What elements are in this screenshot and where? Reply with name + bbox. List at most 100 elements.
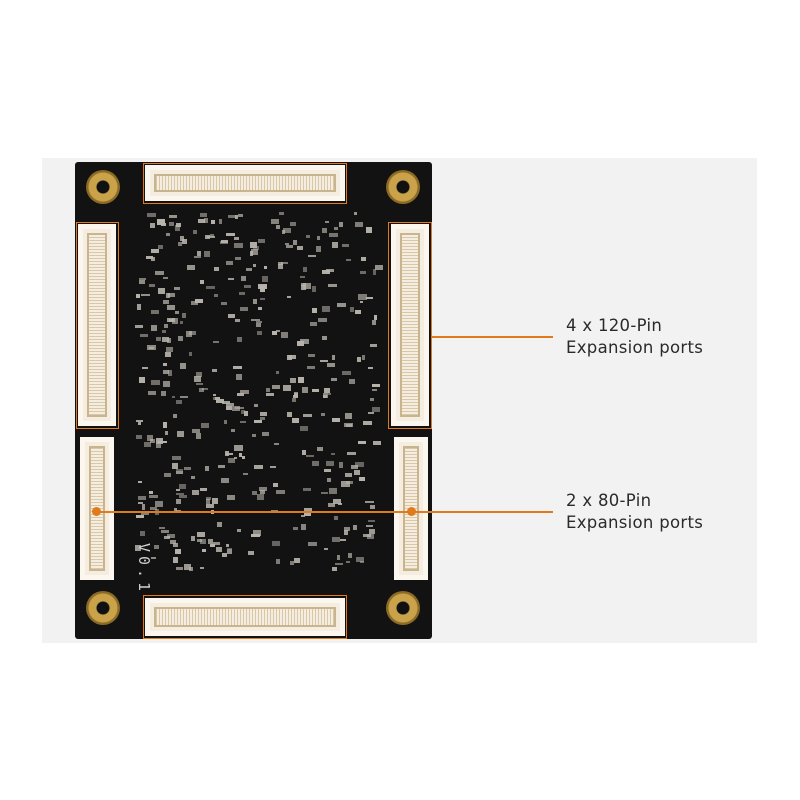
smd-component: [236, 392, 244, 396]
smd-component: [308, 541, 317, 547]
smd-component: [162, 299, 169, 305]
smd-component: [155, 270, 164, 275]
smd-component: [191, 429, 200, 433]
smd-component: [201, 422, 210, 428]
smd-component: [219, 241, 229, 244]
smd-component: [334, 562, 344, 565]
smd-component: [299, 275, 305, 279]
highlight-box: [76, 222, 119, 429]
smd-component: [328, 488, 337, 494]
smd-component: [249, 241, 258, 248]
smd-component: [160, 529, 169, 533]
smd-component: [137, 495, 147, 500]
smd-component: [167, 292, 176, 298]
smd-component: [257, 306, 262, 310]
smd-component: [198, 387, 205, 392]
smd-component: [167, 370, 173, 376]
smd-component: [247, 551, 254, 556]
smd-component: [235, 318, 240, 322]
smd-component: [257, 331, 262, 335]
smd-component: [329, 233, 338, 237]
smd-component: [339, 222, 343, 228]
smd-component: [336, 555, 341, 560]
smd-component: [156, 219, 165, 225]
smd-component: [196, 433, 201, 439]
smd-component: [257, 239, 266, 244]
smd-component: [135, 514, 144, 518]
smd-component: [195, 382, 203, 386]
smd-component: [328, 283, 338, 288]
smd-component: [331, 417, 340, 422]
smd-component: [218, 218, 223, 224]
smd-component: [301, 514, 305, 518]
smd-component: [362, 533, 371, 538]
smd-component: [177, 430, 184, 437]
smd-component: [184, 467, 192, 471]
smd-component: [273, 482, 279, 488]
smd-component: [311, 308, 318, 313]
smd-component: [190, 535, 196, 541]
smd-component: [194, 376, 201, 382]
smd-component: [321, 227, 328, 233]
smd-component: [208, 538, 213, 544]
smd-component: [303, 487, 311, 492]
smd-component: [205, 235, 211, 240]
smd-component: [137, 501, 144, 505]
smd-component: [297, 246, 304, 251]
smd-component: [310, 322, 318, 327]
smd-component: [158, 288, 166, 295]
smd-component: [181, 312, 187, 319]
smd-component: [135, 325, 144, 328]
smd-component: [369, 505, 375, 509]
smd-component: [151, 325, 158, 332]
smd-component: [360, 270, 366, 274]
smd-component: [239, 292, 245, 296]
smd-component: [271, 331, 277, 335]
smd-component: [324, 547, 328, 551]
smd-component: [148, 491, 154, 494]
smd-component: [139, 334, 148, 338]
callout-line-120pin: [432, 336, 553, 338]
smd-component: [220, 478, 230, 484]
smd-component: [212, 498, 219, 505]
smd-component: [154, 545, 160, 549]
smd-component: [240, 390, 249, 394]
smd-component: [289, 378, 297, 383]
smd-component: [300, 524, 307, 530]
smd-component: [273, 443, 280, 446]
smd-component: [221, 302, 227, 305]
smd-component: [175, 498, 182, 504]
smd-component: [227, 314, 235, 318]
smd-component: [346, 258, 351, 261]
smd-component: [155, 501, 163, 507]
smd-component: [302, 449, 307, 455]
smd-component: [292, 526, 298, 531]
smd-component: [193, 255, 202, 258]
smd-component: [344, 423, 354, 428]
smd-component: [318, 317, 327, 322]
smd-component: [148, 494, 158, 498]
smd-component: [170, 539, 177, 545]
smd-component: [181, 238, 188, 244]
smd-component: [276, 559, 280, 565]
smd-component: [232, 366, 242, 369]
smd-component: [163, 535, 171, 540]
smd-component: [217, 465, 226, 469]
smd-component: [166, 338, 172, 344]
smd-component: [320, 491, 328, 495]
smd-component: [279, 212, 284, 216]
mounting-hole: [386, 170, 420, 204]
smd-component: [275, 370, 279, 375]
smd-component: [226, 232, 235, 236]
smd-component: [271, 540, 280, 546]
smd-component: [150, 438, 155, 444]
smd-component: [202, 387, 209, 390]
smd-component: [356, 357, 361, 363]
smd-component: [241, 409, 245, 414]
callout-line-80pin: [96, 511, 553, 513]
smd-component: [147, 212, 156, 218]
smd-component: [166, 347, 173, 352]
smd-component: [252, 530, 262, 536]
smd-component: [305, 234, 310, 238]
smd-component: [197, 531, 206, 538]
